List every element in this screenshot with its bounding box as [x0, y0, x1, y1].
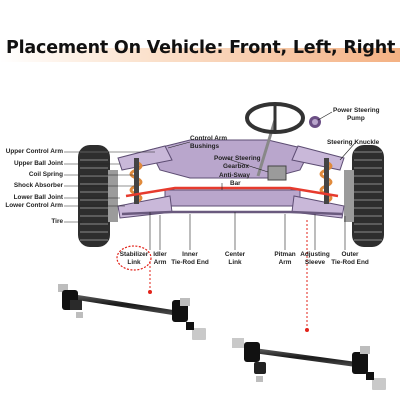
label-center-link-line2: Link: [228, 258, 242, 266]
label-tire: Tire: [51, 218, 63, 225]
anti-sway-bar: [125, 186, 339, 198]
label-upper-control-arm: Upper Control Arm: [5, 148, 63, 155]
label-inner-tie-rod-line2: Tie-Rod End: [171, 258, 209, 266]
label-stabilizer-link-line1: Stabilizer: [119, 251, 149, 258]
label-pitman-arm: Pitman Arm: [274, 251, 295, 266]
label-adjusting-sleeve: Adjusting Sleeve: [300, 251, 329, 266]
label-power-steering-gearbox-line2: Gearbox: [223, 162, 249, 170]
label-power-steering-pump: Power Steering Pump: [333, 107, 380, 122]
label-stabilizer-link-line2: Link: [127, 258, 141, 266]
label-adjusting-sleeve-line2: Sleeve: [304, 258, 326, 266]
left-tire: [78, 145, 118, 247]
highlight-circle: [116, 245, 152, 271]
label-outer-tie-rod-line2: Tie-Rod End: [331, 258, 369, 266]
label-center-link: Center Link: [225, 251, 245, 266]
label-coil-spring: Coil Spring: [28, 171, 63, 178]
shock-absorbers: [134, 158, 329, 204]
label-anti-sway-bar-line1: Anti-Sway: [219, 172, 250, 179]
stabilizer-link-product-right: [232, 338, 386, 390]
label-idler-arm: Idler Arm: [153, 251, 167, 266]
label-anti-sway-bar-line2: Bar: [230, 179, 241, 187]
label-power-steering-gearbox: Power Steering Gearbox: [214, 155, 261, 170]
label-outer-tie-rod-end: Outer Tie-Rod End: [331, 251, 369, 266]
right-tire: [344, 145, 384, 247]
label-power-steering-pump-line2: Pump: [347, 114, 365, 122]
label-lower-ball-joint: Lower Ball Joint: [13, 194, 63, 201]
label-power-steering-gearbox-line1: Power Steering: [214, 155, 261, 162]
label-idler-arm-line1: Idler: [153, 251, 167, 258]
label-idler-arm-line2: Arm: [153, 258, 167, 266]
label-lower-control-arm: Lower Control Arm: [5, 202, 63, 209]
stabilizer-link-product-left: [58, 284, 206, 340]
label-steering-knuckle: Steering Knuckle: [327, 139, 380, 146]
label-inner-tie-rod-line1: Inner: [182, 251, 198, 258]
label-upper-ball-joint: Upper Ball Joint: [13, 160, 63, 167]
label-anti-sway-bar: Anti-Sway Bar: [219, 172, 250, 187]
label-pitman-arm-line2: Arm: [278, 258, 292, 266]
label-stabilizer-link: Stabilizer Link: [120, 251, 148, 266]
label-power-steering-pump-line1: Power Steering: [333, 107, 380, 114]
leader-lines: [64, 111, 356, 250]
label-control-arm-bushings: Control Arm Bushings: [190, 135, 227, 150]
label-outer-tie-rod-line1: Outer: [341, 251, 359, 258]
label-pitman-arm-line1: Pitman: [274, 251, 296, 258]
label-inner-tie-rod-end: Inner Tie-Rod End: [171, 251, 209, 266]
label-shock-absorber: Shock Absorber: [13, 182, 63, 189]
steering-linkage: [121, 210, 343, 216]
stabilizer-link-highlight: [116, 220, 309, 332]
power-steering-pump: [309, 116, 321, 128]
label-control-arm-bushings-line2: Bushings: [190, 142, 220, 150]
page-title: Placement On Vehicle: Front, Left, Right: [6, 38, 396, 58]
label-adjusting-sleeve-line1: Adjusting: [300, 251, 330, 258]
title-band: [0, 48, 400, 62]
steering-column: [245, 102, 305, 181]
label-control-arm-bushings-line1: Control Arm: [190, 135, 228, 142]
label-center-link-line1: Center: [224, 251, 246, 258]
